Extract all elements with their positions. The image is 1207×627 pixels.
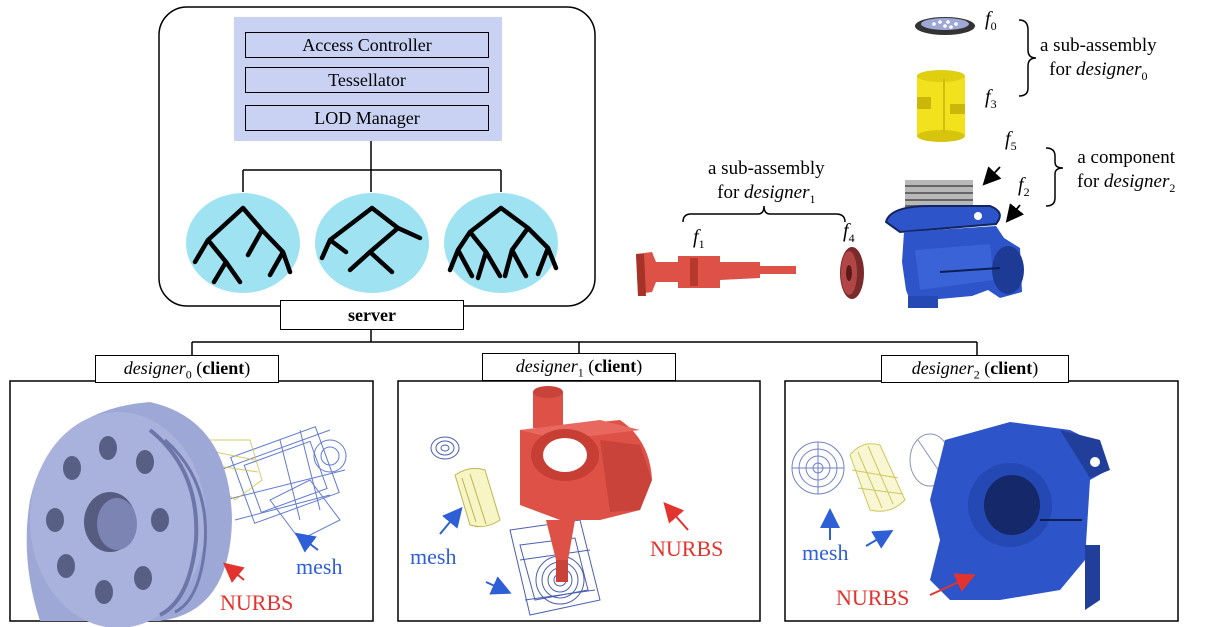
subassembly0-caption: a sub-assembly for designer0 [1040, 35, 1157, 83]
panel0-nurbs-arrow [222, 562, 245, 583]
lod-tree-2 [444, 193, 559, 293]
part-f0-disc [915, 17, 975, 35]
subassembly1-caption: a sub-assembly for designer1 [708, 158, 825, 206]
part-f3-yellow-cylinder [917, 70, 965, 142]
component-caption: a component for designer2 [1077, 147, 1176, 195]
lod-manager-block: LOD Manager [245, 105, 489, 131]
client-label-2: designer2 (client) [881, 355, 1069, 383]
brace-subassembly-0 [1018, 19, 1037, 97]
access-controller-block: Access Controller [245, 32, 489, 58]
feature-f2-label: f2 [1018, 174, 1030, 199]
panel2-mesh-label: mesh [802, 540, 849, 565]
panel1-nurbs-arrow [663, 501, 689, 531]
panel0-nurbs-label: NURBS [220, 590, 294, 615]
feature-f3-label: f3 [985, 86, 997, 111]
lod-tree-0 [186, 193, 300, 293]
client-label-1: designer1 (client) [482, 353, 676, 381]
feature-f1-label: f1 [693, 226, 705, 251]
brace-component [1045, 147, 1064, 207]
panel1-mesh-arrow-b [485, 576, 512, 595]
panel2-render [791, 422, 1110, 610]
panel1-mesh-label: mesh [410, 544, 457, 569]
feature-f0-label: f0 [985, 8, 997, 33]
tessellator-block: Tessellator [245, 67, 489, 93]
arrow-f5 [982, 166, 1002, 186]
part-f4-pulley [840, 247, 864, 299]
panel0-render [26, 402, 347, 627]
panel2-nurbs-label: NURBS [836, 585, 910, 610]
brace-subassembly-1 [682, 205, 846, 223]
panel2-nurbs-arrow [929, 573, 976, 596]
client-label-0: designer0 (client) [95, 355, 279, 383]
panel0-mesh-label: mesh [296, 554, 343, 579]
part-f1-red-shaft [636, 252, 796, 296]
panel1-render [430, 386, 652, 616]
panel1-mesh-arrow-a [439, 506, 463, 535]
lod-tree-1 [315, 193, 429, 293]
panel2-mesh-arrow-b [865, 529, 894, 549]
arrow-f2 [1005, 203, 1025, 223]
feature-f5-label: f5 [1005, 128, 1017, 153]
part-f5-f2-housing [884, 180, 1024, 308]
server-label: server [280, 300, 464, 330]
panel0-mesh-arrow [294, 532, 319, 553]
feature-f4-label: f4 [843, 220, 855, 245]
panel1-nurbs-label: NURBS [650, 536, 724, 561]
